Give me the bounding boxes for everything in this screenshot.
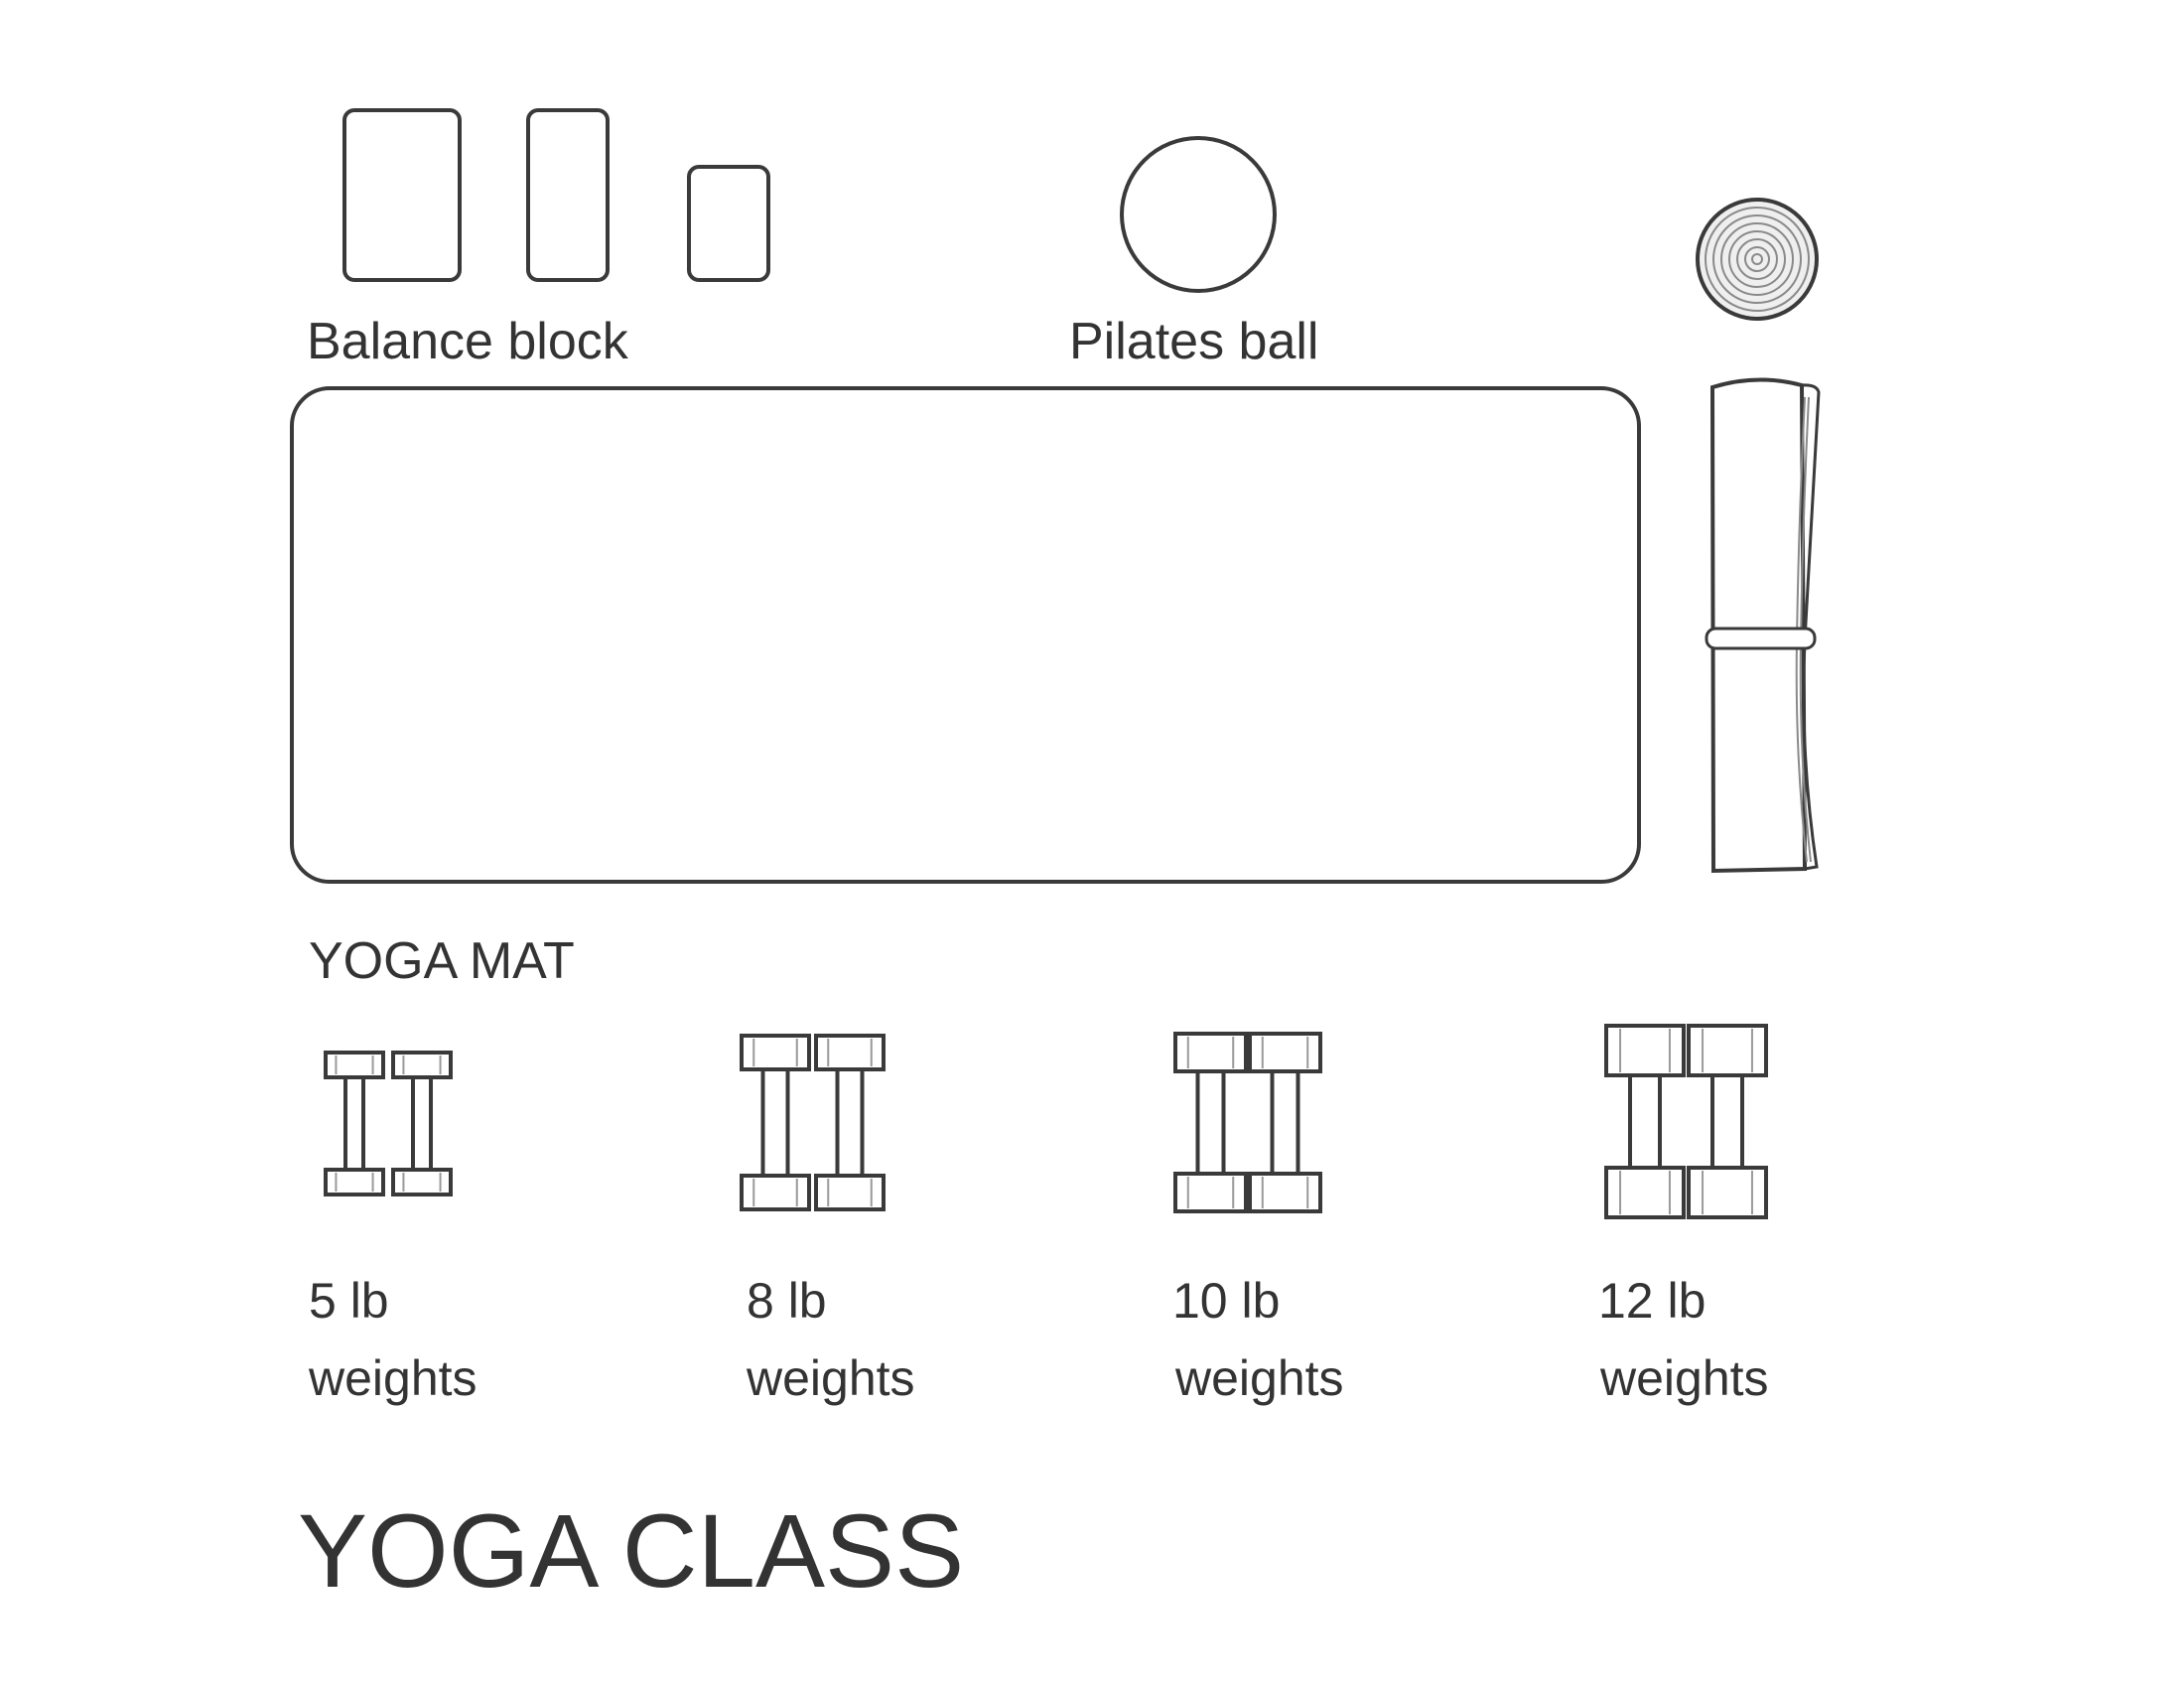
weight-5lb-amount: 5 lb <box>309 1273 389 1329</box>
yoga-mat-label: YOGA MAT <box>309 932 575 990</box>
balance-block-medium-icon <box>526 108 610 282</box>
weight-8lb-word: weights <box>747 1350 915 1406</box>
dumbbell-12lb-1-icon <box>1604 1024 1686 1219</box>
weight-10lb-amount: 10 lb <box>1172 1273 1281 1329</box>
page-title: YOGA CLASS <box>298 1493 965 1610</box>
dumbbells-group <box>324 1024 1768 1219</box>
dumbbell-12lb-2-icon <box>1687 1024 1768 1219</box>
dumbbell-5lb-2-icon <box>391 1051 453 1196</box>
rolled-mat-icon <box>1705 377 1821 874</box>
dumbbell-5lb-1-icon <box>324 1051 385 1196</box>
dumbbell-8lb-1-icon <box>740 1034 811 1211</box>
pilates-ball-icon <box>1120 136 1277 293</box>
balance-block-small-icon <box>687 165 770 282</box>
weight-12lb-word: weights <box>1600 1350 1769 1406</box>
weight-10lb-word: weights <box>1175 1350 1344 1406</box>
dumbbell-10lb-2-icon <box>1248 1032 1322 1213</box>
dumbbell-8lb-2-icon <box>814 1034 886 1211</box>
balance-block-large-icon <box>342 108 462 282</box>
pilates-ball-label: Pilates ball <box>1069 313 1319 370</box>
weight-8lb-amount: 8 lb <box>747 1273 827 1329</box>
dumbbell-10lb-1-icon <box>1173 1032 1248 1213</box>
rolled-mat-spiral-icon <box>1696 198 1819 321</box>
balance-blocks-group <box>342 108 770 282</box>
yoga-mat-icon <box>290 386 1641 884</box>
weight-12lb-amount: 12 lb <box>1598 1273 1706 1329</box>
weight-5lb-word: weights <box>309 1350 478 1406</box>
balance-block-label: Balance block <box>307 313 628 370</box>
